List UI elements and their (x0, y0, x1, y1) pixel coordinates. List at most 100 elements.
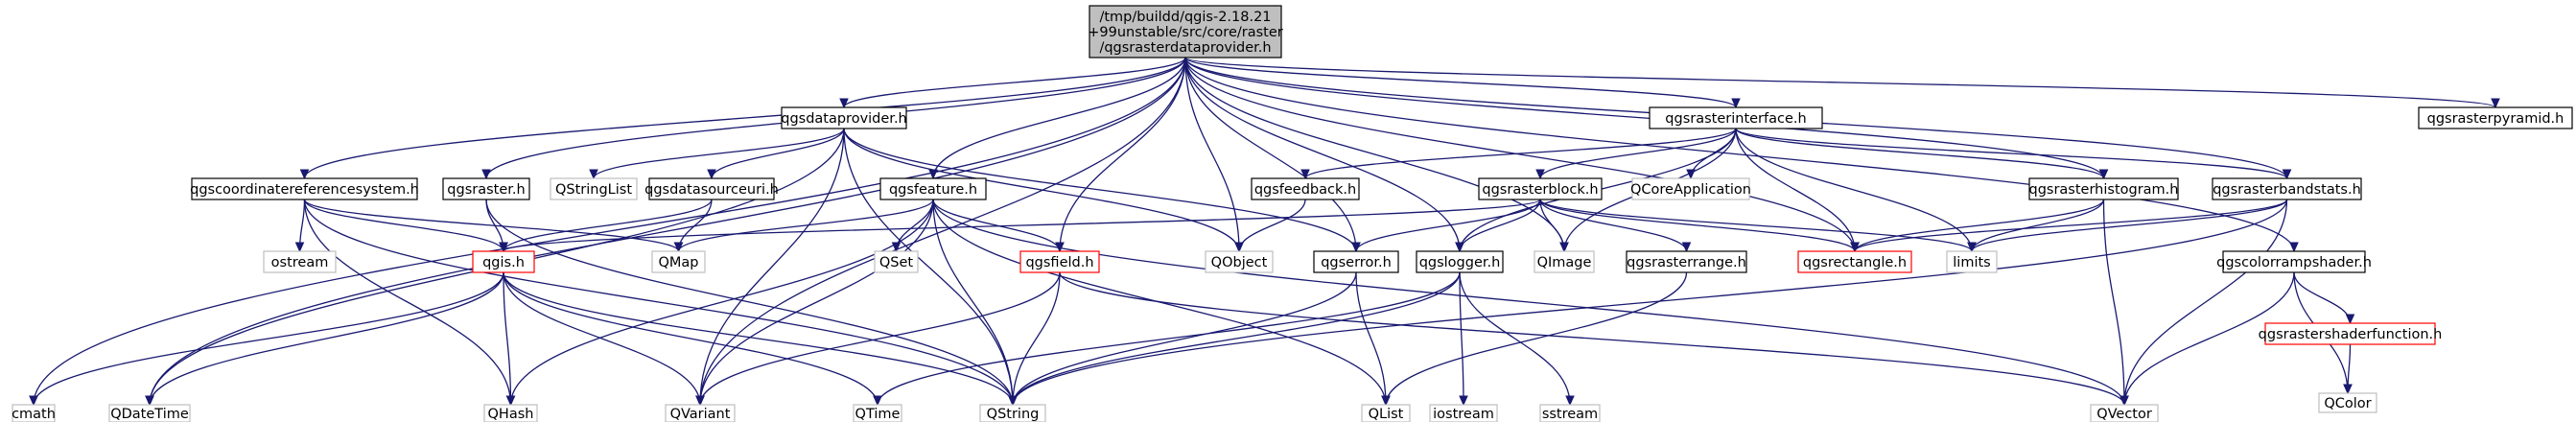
node-label: qgscoordinatereferencesystem.h (190, 182, 419, 198)
node-ostream: ostream (263, 250, 337, 273)
node-root[interactable]: /tmp/buildd/qgis-2.18.21+99unstable/src/… (1088, 5, 1283, 59)
edge-qgsrasterinterface-to-qgsrasterbandstats (1735, 128, 2292, 180)
edge-qgsrasterbandstats-to-qvector (2119, 199, 2288, 407)
node-qgsrasterbandstats[interactable]: qgsrasterbandstats.h (2212, 177, 2362, 200)
node-label: QDateTime (110, 407, 189, 422)
node-label: qgscolorrampshader.h (2216, 255, 2372, 270)
edge-qgsrastershaderfunction-to-qcolor (2343, 343, 2353, 395)
edge-qgsrasterblock-to-qimage (1539, 199, 1569, 253)
node-sstream: sstream (1539, 404, 1601, 422)
node-label: qgsdatasourceuri.h (644, 182, 779, 198)
node-label: QVariant (670, 407, 731, 422)
node-label: qgsfeature.h (889, 182, 977, 198)
edge-qgsrasterbandstats-to-qstring (1008, 199, 2288, 407)
edge-root-to-qvariant (695, 57, 1186, 407)
node-label: qgsrastershaderfunction.h (2259, 327, 2443, 342)
edge-qgsrasterrange-to-qlist (1381, 271, 1688, 407)
node-label: QString (987, 407, 1040, 422)
edge-qgsfeature-to-qvector (932, 199, 2129, 407)
node-qgsfeedback[interactable]: qgsfeedback.h (1251, 177, 1360, 200)
edge-root-to-qgsrasterinterface (1184, 57, 1741, 109)
node-qhash: QHash (483, 404, 538, 422)
node-qcolor: QColor (2318, 392, 2377, 413)
node-label: QObject (1211, 255, 1268, 270)
node-label: qgsfield.h (1025, 255, 1093, 270)
node-label: QHash (488, 407, 534, 422)
node-qgis[interactable]: qgis.h (472, 250, 535, 273)
node-label: /tmp/buildd/qgis-2.18.21 (1099, 10, 1271, 25)
edge-qgscoordinatereferencesystem-to-ostream (294, 199, 306, 253)
node-label: qgsrectangle.h (1803, 255, 1907, 270)
node-label: qgsfeedback.h (1254, 182, 1356, 198)
node-label: QImage (1537, 255, 1592, 270)
edge-qgscoordinatereferencesystem-to-qmap (303, 199, 684, 253)
edge-qgslogger-to-sstream (1459, 271, 1575, 407)
edge-qgsfield-to-qvariant (695, 271, 1061, 407)
edge-qgsrasterhistogram-to-limits (1967, 199, 2105, 253)
edge-qgis-to-qvariant (503, 271, 705, 407)
node-qimage: QImage (1534, 250, 1595, 273)
edge-qgsrasterhistogram-to-qvector (2102, 199, 2129, 407)
node-qgsrastershaderfunction[interactable]: qgsrastershaderfunction.h (2259, 322, 2443, 345)
node-cmath: cmath (12, 404, 56, 422)
node-label: QTime (855, 407, 901, 422)
edge-qgslogger-to-qtime (873, 271, 1461, 407)
edge-qgslogger-to-qstring (1008, 271, 1461, 407)
node-label: qgsrasterbandstats.h (2213, 182, 2361, 198)
edge-qgsrasterbandstats-to-qgsrectangle (1850, 199, 2288, 253)
node-qstring: QString (979, 404, 1046, 422)
node-qgsfield[interactable]: qgsfield.h (1019, 250, 1100, 273)
edge-qgserror-to-qstring (1008, 271, 1357, 407)
edge-qgslogger-to-iostream (1459, 271, 1468, 407)
node-label: qgsdataprovider.h (781, 111, 907, 127)
edge-root-to-qgslogger (1184, 57, 1464, 253)
edge-root-to-qgscolorrampshader (1184, 57, 2299, 253)
node-label: qgsrasterrange.h (1627, 255, 1746, 270)
node-qgscolorrampshader[interactable]: qgscolorrampshader.h (2216, 250, 2372, 273)
node-qgsrasterpyramid[interactable]: qgsrasterpyramid.h (2418, 106, 2573, 129)
edge-qgscolorrampshader-to-qgsrastershaderfunction (2293, 271, 2355, 325)
node-qstringlist: QStringList (550, 177, 638, 200)
edge-qgsrasterblock-to-qgserror (1351, 199, 1541, 253)
node-label: QStringList (555, 182, 632, 198)
node-qgsrectangle[interactable]: qgsrectangle.h (1797, 250, 1912, 273)
edge-qgscoordinatereferencesystem-to-qhash (303, 199, 516, 407)
edge-root-to-qgsdataprovider (839, 57, 1186, 109)
node-qgsrasterhistogram[interactable]: qgsrasterhistogram.h (2028, 177, 2179, 200)
edge-qgsfeedback-to-qobject (1234, 199, 1306, 253)
edge-qgis-to-qhash (503, 271, 516, 407)
node-qvariant: QVariant (665, 404, 736, 422)
node-label: qgsraster.h (447, 182, 525, 198)
node-label: +99unstable/src/core/raster (1088, 25, 1282, 40)
node-label: qgsrasterpyramid.h (2427, 111, 2564, 127)
node-qgserror[interactable]: qgserror.h (1313, 250, 1399, 273)
node-label: qgsrasterinterface.h (1665, 111, 1806, 127)
node-qgslogger[interactable]: qgslogger.h (1416, 250, 1504, 273)
edge-qgsrasterblock-to-qgsrectangle (1539, 199, 1860, 253)
edge-qgsrasterblock-to-qgslogger (1455, 199, 1541, 253)
node-qobject: QObject (1205, 250, 1274, 273)
node-qgsdatasourceuri[interactable]: qgsdatasourceuri.h (644, 177, 779, 200)
node-label: QList (1369, 407, 1404, 422)
node-qgsrasterinterface[interactable]: qgsrasterinterface.h (1649, 106, 1823, 129)
node-qlist: QList (1361, 404, 1411, 422)
node-label: QSet (879, 255, 914, 270)
node-qmap: QMap (651, 250, 706, 273)
edge-qgsdataprovider-to-qstringlist (589, 128, 845, 180)
edge-qgis-to-cmath (29, 271, 504, 407)
node-qgsrasterrange[interactable]: qgsrasterrange.h (1626, 250, 1747, 273)
node-iostream: iostream (1429, 404, 1498, 422)
edge-qgsrasterbandstats-to-limits (1967, 199, 2288, 253)
node-qgsrasterblock[interactable]: qgsrasterblock.h (1478, 177, 1603, 200)
node-qgsfeature[interactable]: qgsfeature.h (879, 177, 987, 200)
node-qgscoordinatereferencesystem[interactable]: qgscoordinatereferencesystem.h (190, 177, 419, 200)
node-limits: limits (1946, 250, 1998, 273)
edge-qgsrasterinterface-to-qgsrasterblock (1535, 128, 1737, 180)
node-label: qgis.h (482, 255, 525, 270)
node-label: /qgsrasterdataprovider.h (1099, 40, 1271, 56)
node-label: qgsrasterblock.h (1482, 182, 1598, 198)
edge-qgsdataprovider-to-qgsdatasourceuri (707, 128, 845, 180)
node-qgsdataprovider[interactable]: qgsdataprovider.h (781, 106, 907, 129)
node-qgsraster[interactable]: qgsraster.h (442, 177, 530, 200)
edge-qgsfield-to-qvector (1059, 271, 2129, 407)
